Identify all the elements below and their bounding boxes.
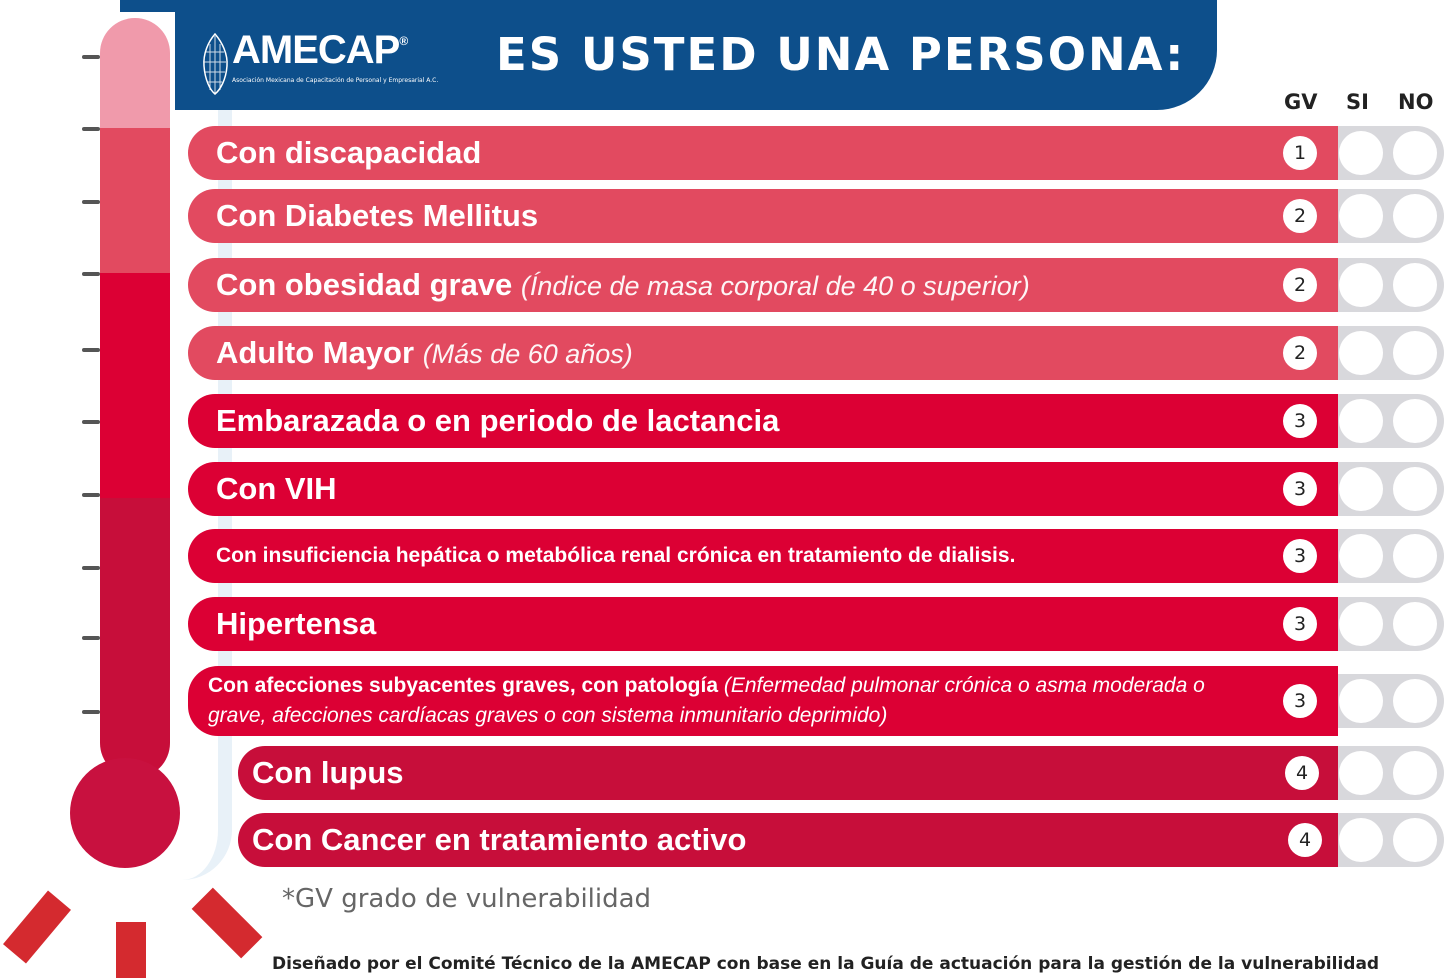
list-item: Con Diabetes Mellitus 2 [188, 189, 1444, 243]
row-label: Con insuficiencia hepática o metabólica … [216, 544, 1016, 567]
list-item: Con afecciones subyacentes graves, con p… [188, 666, 1444, 736]
si-option[interactable] [1339, 602, 1383, 646]
column-header-no: NO [1398, 90, 1434, 114]
si-option[interactable] [1339, 467, 1383, 511]
thermometer-tube [100, 18, 170, 778]
no-option[interactable] [1393, 751, 1437, 795]
logo-mark-icon [203, 32, 228, 95]
row-bar: Con obesidad grave (Índice de masa corpo… [188, 258, 1338, 312]
si-option[interactable] [1339, 399, 1383, 443]
row-label: Con VIH [216, 471, 337, 506]
credits-text: Diseñado por el Comité Técnico de la AME… [272, 954, 1380, 974]
si-option[interactable] [1339, 131, 1383, 175]
no-option[interactable] [1393, 679, 1437, 723]
no-option[interactable] [1393, 534, 1437, 578]
row-label: Hipertensa [216, 606, 377, 641]
no-option[interactable] [1393, 131, 1437, 175]
ray-decoration [3, 890, 71, 964]
list-item: Con VIH 3 [188, 462, 1444, 516]
list-item: Embarazada o en periodo de lactancia 3 [188, 394, 1444, 448]
row-label: Con afecciones subyacentes graves, con p… [208, 674, 1205, 727]
no-option[interactable] [1393, 194, 1437, 238]
row-note: (Enfermedad pulmonar crónica o asma mode… [208, 674, 1205, 727]
row-label: Con discapacidad [216, 135, 482, 170]
gv-badge: 3 [1283, 404, 1317, 438]
list-item: Adulto Mayor (Más de 60 años) 2 [188, 326, 1444, 380]
list-item: Con obesidad grave (Índice de masa corpo… [188, 258, 1444, 312]
thermometer-tick [82, 420, 100, 424]
row-bar: Hipertensa [188, 597, 1338, 651]
row-note: (Índice de masa corporal de 40 o superio… [520, 271, 1030, 301]
logo-text: AMECAP® [232, 28, 408, 72]
ray-decoration [116, 922, 146, 978]
row-bar: Adulto Mayor (Más de 60 años) [188, 326, 1338, 380]
no-option[interactable] [1393, 331, 1437, 375]
row-bar: Con discapacidad [188, 126, 1338, 180]
thermometer-tick [82, 200, 100, 204]
si-option[interactable] [1339, 331, 1383, 375]
gv-badge: 4 [1285, 756, 1319, 790]
thermometer-tick [82, 55, 100, 59]
thermometer-tick [82, 272, 100, 276]
thermometer-tick [82, 127, 100, 131]
row-label: Con Cancer en tratamiento activo [252, 822, 747, 857]
footnote: *GV grado de vulnerabilidad [282, 884, 652, 914]
gv-badge: 2 [1283, 268, 1317, 302]
thermometer-tick [82, 493, 100, 497]
row-label: Con Diabetes Mellitus [216, 198, 539, 233]
row-label: Embarazada o en periodo de lactancia [216, 403, 780, 438]
gv-badge: 1 [1283, 136, 1317, 170]
no-option[interactable] [1393, 263, 1437, 307]
gv-badge: 3 [1283, 472, 1317, 506]
row-bar: Con lupus [238, 746, 1338, 800]
row-bar: Con VIH [188, 462, 1338, 516]
si-option[interactable] [1339, 751, 1383, 795]
si-option[interactable] [1339, 534, 1383, 578]
si-option[interactable] [1339, 679, 1383, 723]
list-item: Hipertensa 3 [188, 597, 1444, 651]
si-option[interactable] [1339, 818, 1383, 862]
si-option[interactable] [1339, 194, 1383, 238]
gv-badge: 3 [1283, 607, 1317, 641]
thermometer-bulb [70, 758, 180, 868]
row-label: Con lupus [252, 755, 404, 790]
page-title: ES USTED UNA PERSONA: [496, 28, 1186, 81]
list-item: Con lupus 4 [238, 746, 1444, 800]
no-option[interactable] [1393, 602, 1437, 646]
gv-badge: 3 [1283, 684, 1317, 718]
column-header-si: SI [1346, 90, 1369, 114]
no-option[interactable] [1393, 467, 1437, 511]
gv-badge: 2 [1283, 336, 1317, 370]
gv-badge: 4 [1288, 823, 1322, 857]
row-bar: Con afecciones subyacentes graves, con p… [188, 666, 1338, 736]
thermometer-tick [82, 636, 100, 640]
header-banner [175, 8, 1217, 110]
thermometer-tick [82, 566, 100, 570]
logo-subtitle: Asociación Mexicana de Capacitación de P… [232, 77, 439, 84]
row-bar: Con insuficiencia hepática o metabólica … [188, 529, 1338, 583]
list-item: Con discapacidad 1 [188, 126, 1444, 180]
gv-badge: 3 [1283, 539, 1317, 573]
thermometer-tick [82, 348, 100, 352]
row-bar: Embarazada o en periodo de lactancia [188, 394, 1338, 448]
list-item: Con Cancer en tratamiento activo 4 [238, 813, 1444, 867]
row-bar: Con Cancer en tratamiento activo [238, 813, 1338, 867]
column-header-gv: GV [1284, 90, 1318, 114]
amecap-logo: AMECAP® Asociación Mexicana de Capacitac… [196, 24, 439, 100]
no-option[interactable] [1393, 399, 1437, 443]
no-option[interactable] [1393, 818, 1437, 862]
row-label: Adulto Mayor (Más de 60 años) [216, 335, 633, 370]
row-label: Con obesidad grave (Índice de masa corpo… [216, 267, 1030, 302]
thermometer-tick [82, 710, 100, 714]
gv-badge: 2 [1283, 199, 1317, 233]
ray-decoration [191, 887, 263, 959]
si-option[interactable] [1339, 263, 1383, 307]
row-note: (Más de 60 años) [422, 339, 633, 369]
list-item: Con insuficiencia hepática o metabólica … [188, 529, 1444, 583]
row-bar: Con Diabetes Mellitus [188, 189, 1338, 243]
